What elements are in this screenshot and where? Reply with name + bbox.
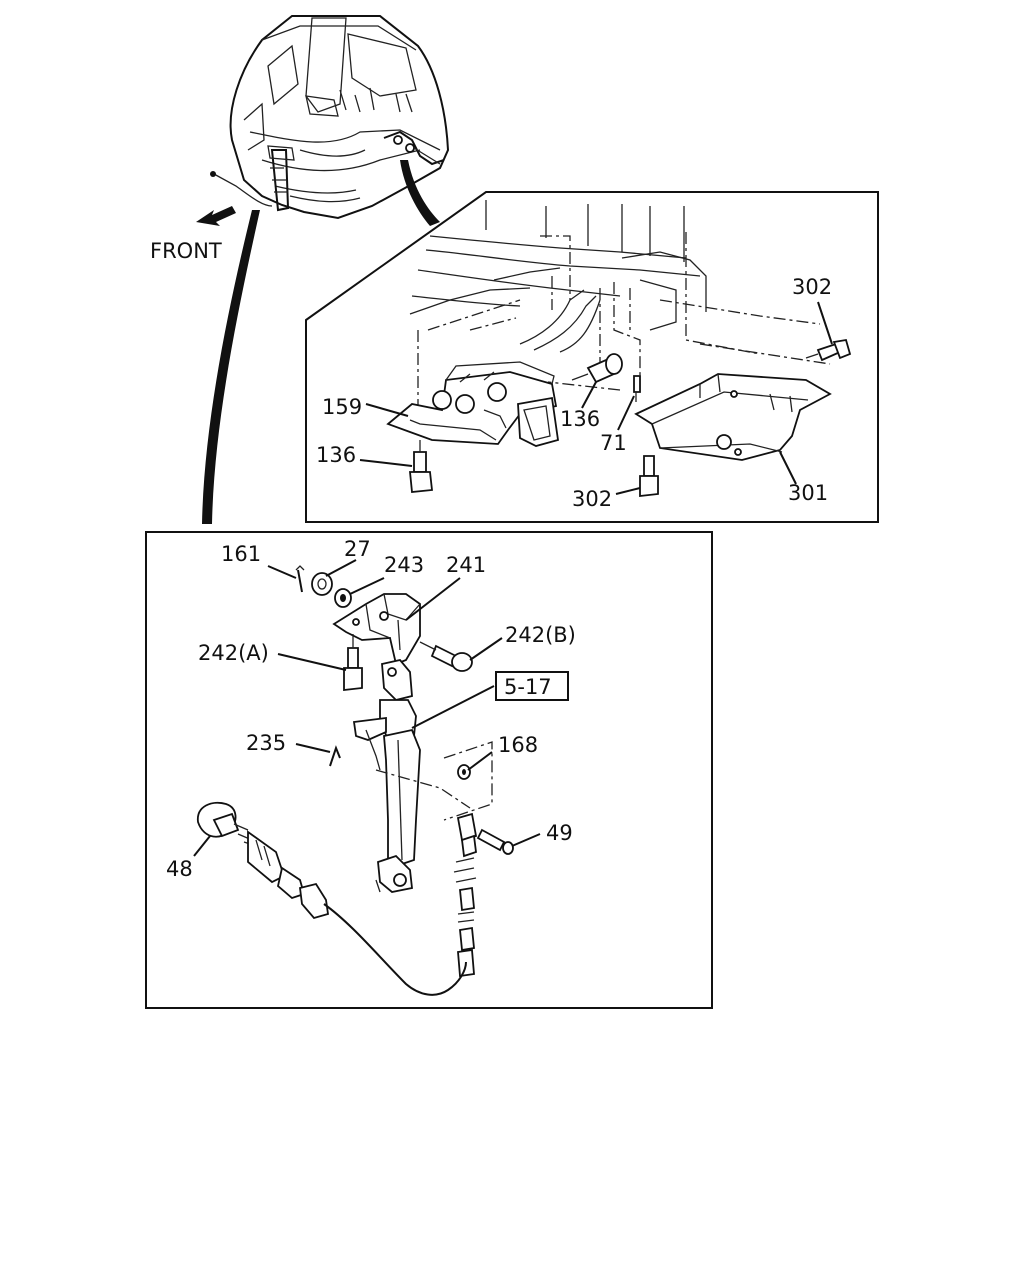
label-302-bottom: 302: [572, 487, 612, 511]
bolt-136-lower: [409, 440, 433, 493]
reference-box: [495, 671, 569, 701]
plate-168: [375, 741, 493, 821]
upper-detail: 302 159 136 71 136 302 301: [305, 191, 879, 523]
label-235: 235: [246, 731, 286, 755]
label-71: 71: [600, 431, 627, 455]
cab-overview: [210, 15, 450, 220]
callout-arrow-lower: [202, 210, 260, 524]
upper-detail-frame: [305, 191, 879, 523]
bracket-241: [332, 593, 421, 666]
label-136-center: 136: [560, 407, 600, 431]
cable-end: [453, 812, 478, 978]
label-241: 241: [446, 553, 486, 577]
label-5-17: 5-17: [504, 675, 552, 699]
washer-243: [334, 588, 352, 608]
nut-27: [311, 572, 333, 596]
screw-71: [633, 375, 641, 402]
lever-assembly: [352, 659, 421, 893]
front-label: FRONT: [150, 239, 222, 263]
knob-cable-48: [197, 801, 467, 996]
front-arrow: FRONT: [150, 206, 236, 263]
label-27: 27: [344, 537, 371, 561]
label-168: 168: [498, 733, 538, 757]
bolt-302-top: [805, 338, 852, 362]
callout-arrow-upper: [400, 160, 440, 226]
label-49: 49: [546, 821, 573, 845]
bolt-136-center: [571, 353, 623, 384]
label-159: 159: [322, 395, 362, 419]
label-136-lower: 136: [316, 443, 356, 467]
lower-detail-frame: [145, 531, 713, 1009]
bolt-302-bottom: [639, 455, 659, 498]
clip-235: [329, 745, 341, 767]
label-302-top: 302: [792, 275, 832, 299]
label-242a: 242(A): [198, 641, 269, 665]
label-301: 301: [788, 481, 828, 505]
bolt-242a: [343, 634, 363, 692]
label-161: 161: [221, 542, 261, 566]
label-243: 243: [384, 553, 424, 577]
pin-161: [295, 565, 305, 593]
bolt-242b: [419, 641, 473, 672]
lower-detail: 161 27 243 241 242(A) 242(B) 5-17 235 16…: [145, 531, 713, 1009]
label-242b: 242(B): [505, 623, 576, 647]
label-48: 48: [166, 857, 193, 881]
screw-49: [476, 828, 514, 855]
